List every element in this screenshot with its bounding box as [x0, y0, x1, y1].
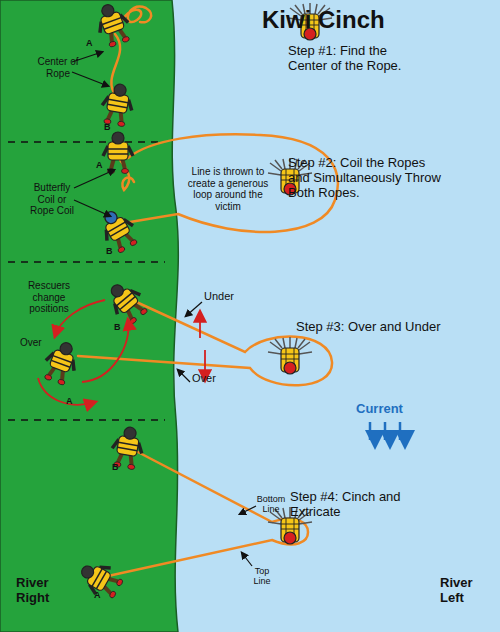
- bank-label: River Right: [16, 576, 62, 606]
- leader-arrow: [178, 370, 190, 382]
- victim: [268, 337, 312, 374]
- rope-label: Bottom Line: [254, 494, 288, 515]
- rescuer: [103, 132, 133, 174]
- leader-arrow: [74, 200, 110, 216]
- rescuer-letter: A: [66, 396, 80, 406]
- callout-text: Butterfly Coil or Rope Coil: [26, 182, 78, 217]
- rescuer-letter: A: [86, 38, 100, 48]
- leader-arrow: [72, 72, 108, 86]
- rescuer-letter: B: [114, 322, 128, 332]
- callout-text: Center of Rope: [36, 56, 80, 79]
- step-divider: [8, 141, 165, 143]
- step-text: Step #4: Cinch and Extricate: [290, 490, 415, 520]
- rope-label: Top Line: [248, 566, 276, 587]
- step-text: Step #1: Find the Center of the Rope.: [288, 44, 418, 74]
- rescuer-letter: A: [94, 590, 108, 600]
- rescuer: [92, 0, 134, 49]
- leader-arrow: [242, 553, 252, 566]
- current-arrow: [384, 422, 387, 440]
- bank-label: River Left: [440, 576, 486, 606]
- red-arrow: [199, 312, 201, 338]
- step-divider: [8, 261, 165, 263]
- rescuer: [102, 277, 152, 328]
- diagram-title: Kiwi Cinch: [262, 6, 462, 34]
- rescuer: [99, 82, 136, 128]
- current-arrow: [399, 422, 402, 440]
- rescuer: [40, 338, 82, 387]
- position-change-arrows: [38, 300, 205, 405]
- river-bank: [0, 0, 178, 632]
- rescuer-letter: B: [104, 122, 118, 132]
- rescuer: [75, 556, 126, 603]
- step-text: Step #2: Coil the Ropes and Simultaneous…: [288, 156, 443, 201]
- red-arrow: [82, 320, 129, 382]
- callout-text: Rescuers change positions: [22, 280, 76, 315]
- rescuer-letter: B: [112, 462, 126, 472]
- cinch-rope: [108, 450, 308, 576]
- current-arrow: [369, 422, 372, 440]
- callout-text: Under: [204, 290, 244, 303]
- leader-arrows: [72, 52, 256, 566]
- leader-arrow: [74, 170, 114, 188]
- rescuer-letter: A: [96, 160, 110, 170]
- rescuer-letter: B: [106, 246, 120, 256]
- leader-arrow: [240, 506, 256, 514]
- current-label: Current: [356, 402, 426, 417]
- note-text: Line is thrown to create a generous loop…: [186, 166, 270, 212]
- step-divider: [8, 419, 165, 421]
- leader-arrow: [186, 302, 202, 316]
- current-arrows: [370, 422, 400, 440]
- step-text: Step #3: Over and Under: [296, 320, 471, 335]
- callout-text: Over: [20, 337, 50, 349]
- callout-text: Over: [192, 372, 222, 385]
